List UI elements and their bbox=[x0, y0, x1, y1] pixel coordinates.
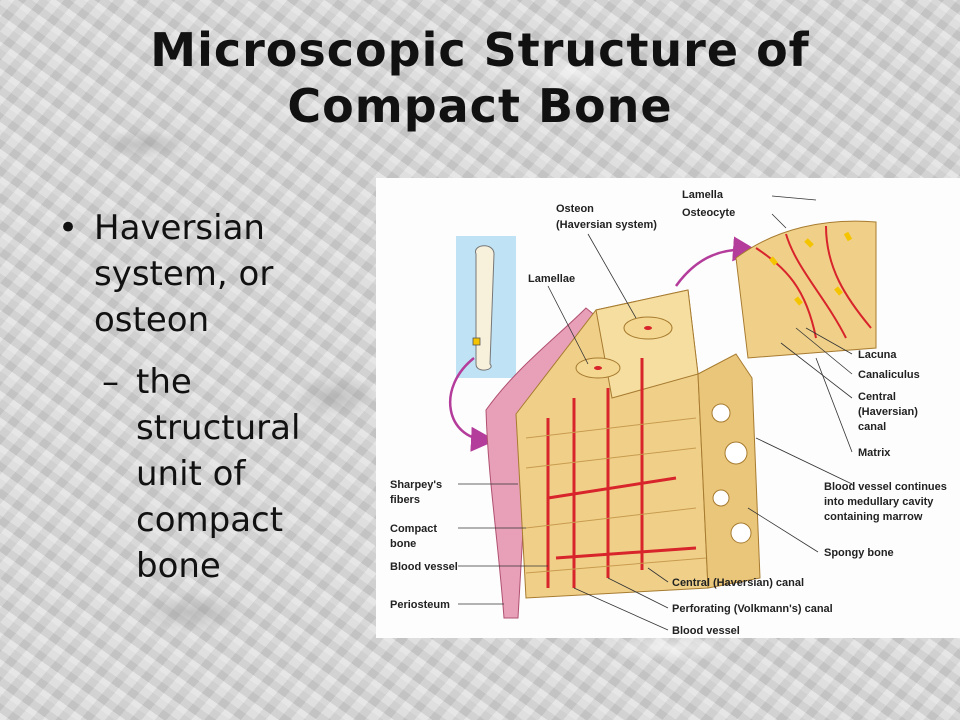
bullet-line: Haversian bbox=[94, 208, 265, 248]
label-compact-2: bone bbox=[390, 538, 416, 550]
title-line-1: Microscopic Structure of bbox=[150, 23, 810, 77]
label-osteon: Osteon bbox=[556, 203, 594, 215]
label-periosteum: Periosteum bbox=[390, 599, 450, 611]
spongy-hole bbox=[712, 489, 730, 507]
blood-vessels bbox=[546, 358, 697, 588]
spongy-bone-region bbox=[697, 353, 761, 589]
sub-bullet-marker: – bbox=[102, 362, 119, 402]
label-osteocyte: Osteocyte bbox=[682, 207, 735, 219]
label-blood-vessel-bottom: Blood vessel bbox=[672, 625, 740, 637]
label-central: Central bbox=[858, 391, 896, 403]
label-matrix: Matrix bbox=[858, 447, 891, 459]
label-central-3: canal bbox=[858, 421, 886, 433]
label-lamellae: Lamellae bbox=[528, 273, 575, 285]
sub-bullet-line: compact bbox=[136, 500, 284, 540]
bullet-item: • Haversian system, or osteon bbox=[58, 205, 378, 343]
bone-diagram: Lamella Osteocyte Osteon (Haversian syst… bbox=[376, 178, 960, 638]
label-canaliculus: Canaliculus bbox=[858, 369, 920, 381]
sub-bullet-line: structural bbox=[136, 408, 301, 448]
magnified-canaliculi bbox=[755, 225, 872, 339]
label-sharpeys-2: fibers bbox=[390, 494, 420, 506]
bullet-list: • Haversian system, or osteon – the stru… bbox=[58, 205, 378, 589]
label-bv-continues-2: into medullary cavity bbox=[824, 496, 934, 508]
spongy-hole bbox=[724, 441, 748, 465]
label-spongy: Spongy bone bbox=[824, 547, 894, 559]
central-canal bbox=[644, 326, 652, 330]
label-lamella: Lamella bbox=[682, 189, 724, 201]
bullet-marker: • bbox=[58, 208, 79, 248]
label-blood-vessel-left: Blood vessel bbox=[390, 561, 458, 573]
label-bv-continues: Blood vessel continues bbox=[824, 481, 947, 493]
bone-diagram-svg: Lamella Osteocyte Osteon (Haversian syst… bbox=[390, 189, 947, 637]
zoom-arrow-right bbox=[674, 236, 758, 287]
central-canal bbox=[594, 366, 602, 370]
label-central-bottom: Central (Haversian) canal bbox=[672, 577, 804, 589]
label-lacuna: Lacuna bbox=[858, 349, 897, 361]
title-line-2: Compact Bone bbox=[287, 79, 673, 133]
sub-bullet-line: the bbox=[136, 362, 192, 402]
sub-bullet-line: unit of bbox=[136, 454, 246, 494]
lamella-lines bbox=[525, 417, 707, 574]
label-bv-continues-3: containing marrow bbox=[824, 511, 923, 523]
leader-lines bbox=[458, 195, 853, 631]
spongy-hole bbox=[711, 403, 731, 423]
sub-bullet-line: bone bbox=[136, 546, 221, 586]
spongy-hole bbox=[730, 522, 752, 544]
label-sharpeys: Sharpey's bbox=[390, 479, 442, 491]
zoom-marker bbox=[472, 337, 481, 346]
magnified-osteon bbox=[735, 220, 877, 359]
label-perforating: Perforating (Volkmann's) canal bbox=[672, 603, 833, 615]
slide-title: Microscopic Structure of Compact Bone bbox=[0, 22, 960, 134]
magnified-osteocytes bbox=[769, 231, 853, 306]
label-central-2: (Haversian) bbox=[858, 406, 918, 418]
bullet-line: system, or bbox=[94, 254, 274, 294]
label-osteon-sub: (Haversian system) bbox=[556, 219, 657, 231]
sub-bullet-item: – the structural unit of compact bone bbox=[58, 359, 378, 589]
bullet-line: osteon bbox=[94, 300, 210, 340]
zoom-arrow-left bbox=[448, 357, 496, 452]
label-compact: Compact bbox=[390, 523, 437, 535]
